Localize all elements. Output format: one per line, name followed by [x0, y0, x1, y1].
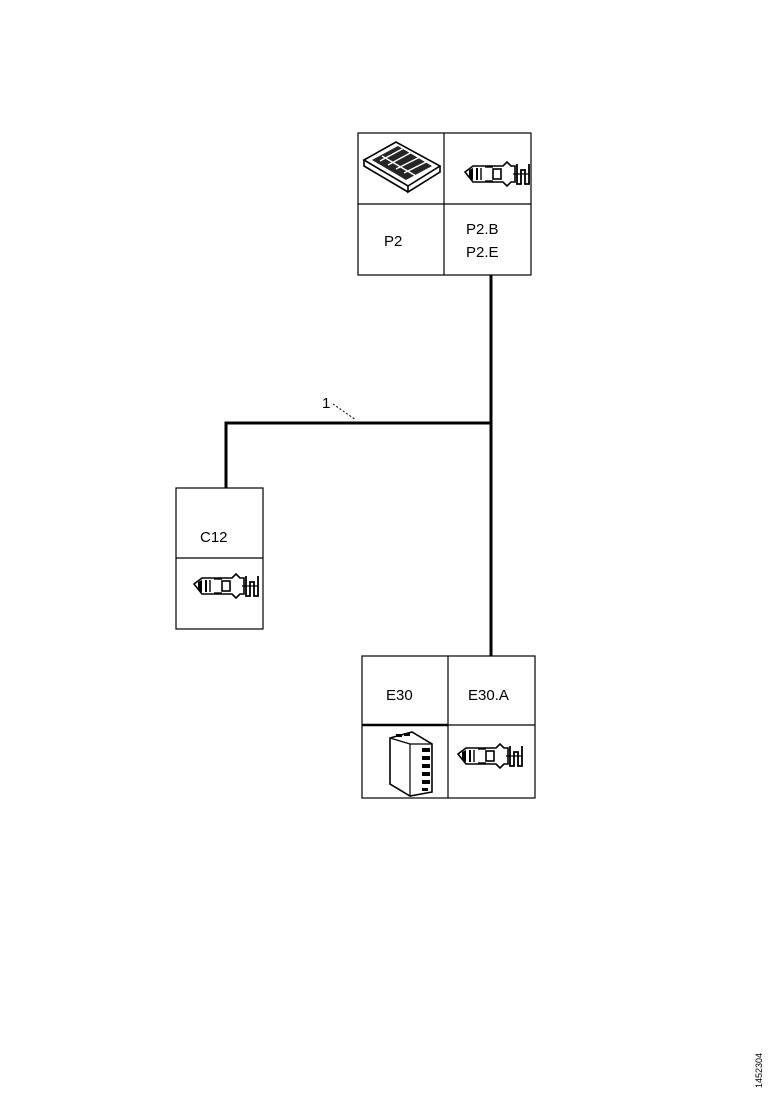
p2-b-label: P2.B	[466, 221, 499, 238]
reference-code: 1452304	[754, 1053, 764, 1088]
e30-label: E30	[386, 687, 413, 704]
wire-number-leader: 1	[322, 395, 357, 421]
connector-c12[interactable]: C12	[175, 487, 264, 630]
connector-e30[interactable]: E30 E30.A	[361, 655, 536, 799]
wire-number: 1	[322, 395, 330, 412]
c12-label: C12	[200, 529, 228, 546]
multi-pin-connector-housing-icon	[362, 141, 442, 194]
p2-label: P2	[384, 233, 402, 250]
ecu-module-icon	[389, 731, 433, 797]
wire-harness	[224, 274, 493, 658]
e30-a-label: E30.A	[468, 687, 509, 704]
connector-p2[interactable]: P2 P2.B P2.E	[357, 132, 532, 276]
p2-e-label: P2.E	[466, 244, 499, 261]
